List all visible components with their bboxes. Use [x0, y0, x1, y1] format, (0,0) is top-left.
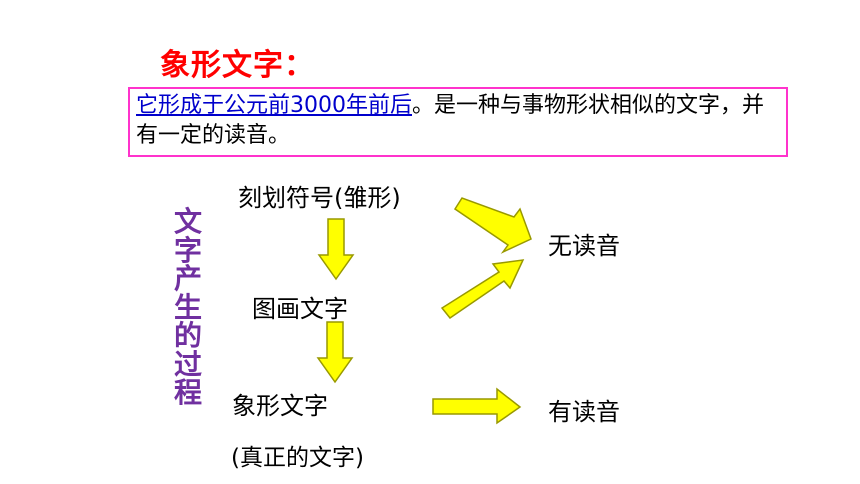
- definition-box: [128, 87, 788, 157]
- process-vertical-label: 文字产生的过程: [173, 205, 202, 409]
- node-has-sound: 有读音: [548, 398, 620, 426]
- node-no-sound: 无读音: [548, 232, 620, 260]
- arrow-diag-down-right: [453, 197, 532, 254]
- node-picture-writing: 图画文字: [252, 295, 348, 323]
- arrow-diag-up-right: [440, 259, 525, 320]
- definition-link[interactable]: 它形成于公元前3000年前后: [136, 93, 412, 118]
- definition-rest: 。是一种与事物形状相似的文字，并有一定的读音。: [136, 93, 765, 148]
- arrow-right: [432, 387, 522, 425]
- slide-title: 象形文字：: [160, 48, 315, 83]
- node-pictograph: 象形文字: [232, 392, 328, 420]
- node-true-writing: (真正的文字): [231, 445, 364, 471]
- arrow-down-1: [317, 218, 355, 281]
- definition-text: 它形成于公元前3000年前后。是一种与事物形状相似的文字，并有一定的读音。: [136, 91, 781, 151]
- node-carved-symbols: 刻划符号(雏形): [238, 184, 401, 212]
- arrow-down-2: [316, 321, 354, 384]
